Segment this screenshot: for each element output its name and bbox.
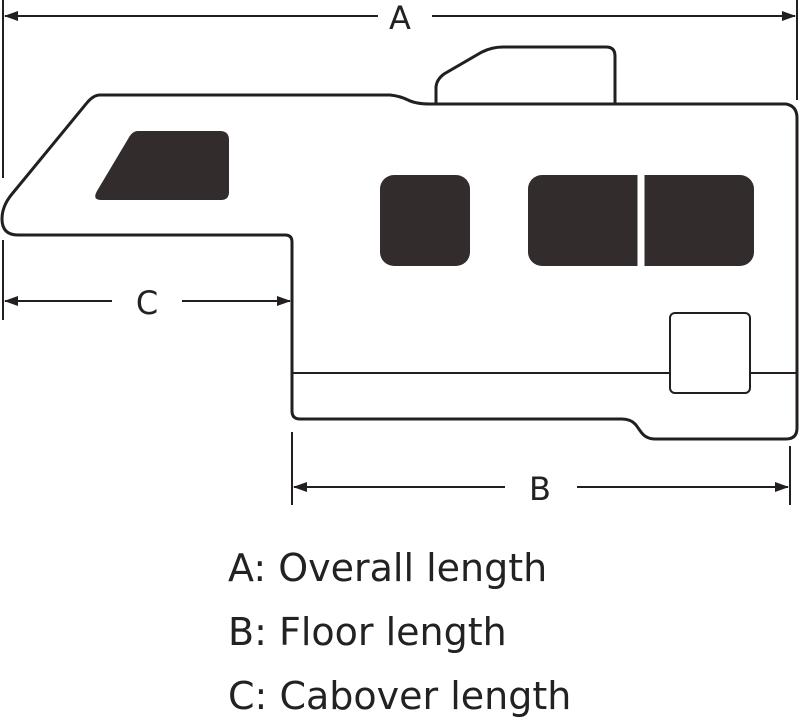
legend-text: Floor length	[278, 610, 507, 654]
legend-text: Overall length	[278, 546, 548, 590]
roof-vent	[434, 45, 617, 106]
dimension-b-label: B	[529, 470, 551, 508]
dimension-a: A	[2, 0, 798, 178]
dimension-legend: A: Overall length B: Floor length C: Cab…	[228, 536, 571, 728]
dimension-a-label: A	[389, 0, 411, 37]
dimension-b: B	[291, 432, 791, 508]
side-window	[380, 175, 470, 266]
legend-letter: C	[228, 674, 255, 718]
legend-letter: A	[228, 546, 254, 590]
legend-text: Cabover length	[279, 674, 572, 718]
camper-drawing: A C B	[0, 0, 799, 508]
side-hatch	[669, 312, 751, 394]
legend-item-b: B: Floor length	[228, 610, 507, 654]
legend-item-c: C: Cabover length	[228, 674, 572, 718]
dimension-c-label: C	[136, 284, 158, 322]
legend-item-a: A: Overall length	[228, 546, 548, 590]
legend-letter: B	[228, 610, 255, 654]
dimension-c: C	[2, 240, 291, 322]
cabover-window	[95, 131, 229, 200]
